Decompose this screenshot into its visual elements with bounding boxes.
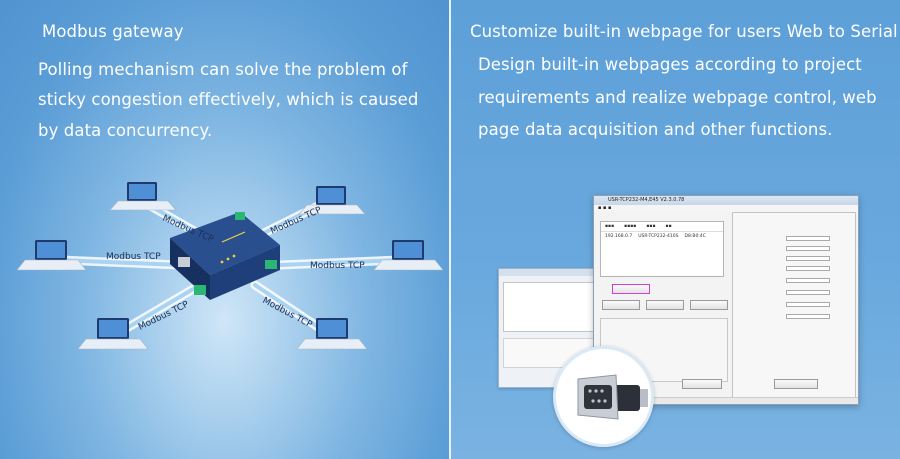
left-line-2: sticky congestion effectively, which is … bbox=[38, 90, 419, 109]
device-button-2[interactable] bbox=[646, 300, 684, 310]
serial-connector-badge bbox=[553, 346, 654, 447]
setting-field[interactable] bbox=[786, 314, 830, 319]
setting-field[interactable] bbox=[786, 278, 830, 283]
setting-field[interactable] bbox=[786, 236, 830, 241]
setting-field[interactable] bbox=[786, 246, 830, 251]
modbus-tcp-label: Modbus TCP bbox=[269, 205, 324, 237]
right-line-3: requirements and realize webpage control… bbox=[478, 88, 877, 107]
setting-field[interactable] bbox=[786, 266, 830, 271]
left-panel: Modbus TCP Modbus TCP Modbus TCP Modbus … bbox=[0, 0, 449, 459]
search-device-button[interactable] bbox=[612, 284, 650, 294]
db9-connector-icon bbox=[577, 374, 648, 420]
setting-field[interactable] bbox=[786, 302, 830, 307]
right-line-4: page data acquisition and other function… bbox=[478, 120, 833, 139]
laptop-icon bbox=[109, 182, 177, 211]
svg-text:Modbus TCP: Modbus TCP bbox=[106, 252, 161, 262]
laptop-icon bbox=[373, 240, 444, 271]
status-bar bbox=[594, 397, 858, 404]
settings-pane bbox=[732, 212, 856, 402]
gateway-device bbox=[170, 212, 280, 300]
modbus-tcp-label: Modbus TCP bbox=[310, 261, 365, 271]
save-settings-button[interactable] bbox=[682, 379, 722, 389]
laptop-icon bbox=[296, 318, 368, 350]
device-button-1[interactable] bbox=[602, 300, 640, 310]
svg-text:Modbus TCP: Modbus TCP bbox=[261, 296, 314, 331]
modbus-tcp-label: Modbus TCP bbox=[261, 296, 314, 331]
laptop-icon bbox=[298, 186, 366, 215]
software-menu: ▪ ▪ ▪ bbox=[594, 205, 858, 212]
right-line-1: Customize built-in webpage for users Web… bbox=[470, 22, 898, 41]
software-title: USR-TCP232-M4,E45 V2.3.0.78 bbox=[594, 196, 858, 205]
network-diagram: Modbus TCP Modbus TCP Modbus TCP Modbus … bbox=[16, 182, 444, 350]
setting-field[interactable] bbox=[786, 290, 830, 295]
setting-field[interactable] bbox=[786, 256, 830, 261]
panel-divider bbox=[449, 0, 451, 459]
laptop-icon bbox=[16, 240, 87, 271]
left-line-3: by data concurrency. bbox=[38, 121, 213, 140]
right-line-2: Design built-in webpages according to pr… bbox=[478, 55, 862, 74]
laptop-icon bbox=[77, 318, 149, 350]
left-line-1: Polling mechanism can solve the problem … bbox=[38, 60, 408, 79]
device-button-3[interactable] bbox=[690, 300, 728, 310]
apply-button[interactable] bbox=[774, 379, 818, 389]
svg-text:Modbus TCP: Modbus TCP bbox=[269, 205, 324, 237]
modbus-tcp-label: Modbus TCP bbox=[106, 252, 161, 262]
left-heading: Modbus gateway bbox=[42, 22, 184, 41]
svg-text:Modbus TCP: Modbus TCP bbox=[310, 261, 365, 271]
